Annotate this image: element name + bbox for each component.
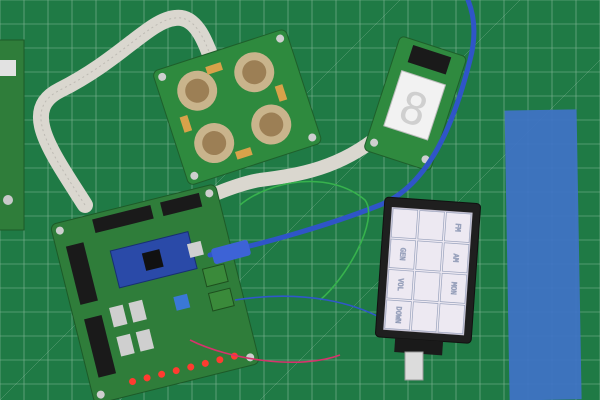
led-display-board: 8 [364, 36, 467, 171]
touchscreen-button-label: VOL [396, 278, 405, 291]
touchscreen-cell[interactable] [413, 270, 441, 302]
left-edge-board [0, 39, 25, 231]
touchscreen-grid: VOL GEN AM FM MON DOWN [384, 208, 472, 335]
touchscreen-button-label: AM [451, 253, 460, 262]
touchscreen-cell[interactable] [415, 240, 443, 272]
potentiometer [177, 52, 292, 164]
touchscreen-button-label: GEN [398, 248, 407, 261]
touchscreen-cell[interactable] [384, 299, 412, 331]
jumper-wire-green [239, 180, 370, 301]
touchscreen-cell[interactable] [388, 238, 417, 270]
touchscreen-button-label: FM [453, 223, 462, 232]
touchscreen-cell[interactable] [441, 242, 470, 274]
main-controller-board [50, 184, 260, 400]
touchscreen-cell[interactable] [386, 269, 414, 301]
touchscreen-button-label: DOWN [394, 306, 403, 323]
usb-cable [207, 0, 477, 258]
touchscreen-cell[interactable] [439, 272, 468, 304]
touchscreen-cell[interactable] [437, 303, 466, 335]
usb-connector [211, 240, 251, 264]
touchscreen-button-label: MON [449, 282, 458, 295]
touchscreen-cell[interactable] [444, 211, 472, 243]
touchscreen-module: VOL GEN AM FM MON DOWN [374, 196, 481, 356]
pin-header [65, 192, 203, 378]
red-leds [129, 352, 238, 386]
potentiometer-board [153, 29, 322, 185]
touchscreen-cell[interactable] [417, 210, 445, 242]
touchscreen-connector [404, 351, 424, 381]
touchscreen-display [383, 207, 473, 336]
blue-tape [504, 109, 582, 400]
jumper-wire-red [189, 339, 341, 363]
touchscreen-cell[interactable] [411, 301, 439, 333]
seven-segment-display [383, 70, 447, 141]
touchscreen-cell[interactable] [390, 208, 419, 240]
